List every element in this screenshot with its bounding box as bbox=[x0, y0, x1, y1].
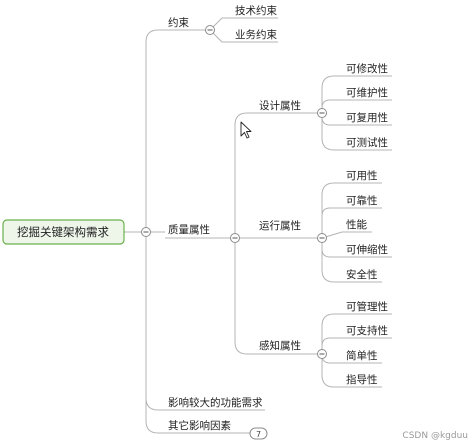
constraints-label[interactable]: 约束 bbox=[168, 16, 189, 29]
quality-collapse-toggle[interactable] bbox=[230, 233, 240, 243]
root-label: 挖掘关键架构需求 bbox=[17, 225, 109, 239]
simplicity-label[interactable]: 简单性 bbox=[346, 349, 378, 362]
design-collapse-toggle[interactable] bbox=[317, 108, 327, 118]
reliability-label[interactable]: 可靠性 bbox=[346, 194, 378, 207]
maintainability-label[interactable]: 可维护性 bbox=[346, 86, 388, 99]
design-attributes-label[interactable]: 设计属性 bbox=[259, 99, 301, 112]
functional-label[interactable]: 影响较大的功能需求 bbox=[168, 396, 263, 409]
testability-label[interactable]: 可测试性 bbox=[346, 136, 388, 149]
perception-attributes-label[interactable]: 感知属性 bbox=[259, 339, 301, 352]
manageability-label[interactable]: 可管理性 bbox=[346, 300, 388, 313]
other-collapsed-badge[interactable]: 7 bbox=[249, 427, 268, 440]
mouse-pointer-icon bbox=[240, 121, 252, 139]
security-label[interactable]: 安全性 bbox=[346, 268, 378, 281]
supportability-label[interactable]: 可支持性 bbox=[346, 324, 388, 337]
other-collapsed-count: 7 bbox=[256, 430, 261, 439]
constraints-collapse-toggle[interactable] bbox=[205, 25, 215, 35]
modifiability-label[interactable]: 可修改性 bbox=[346, 62, 388, 75]
watermark: CSDN @kgduu bbox=[402, 431, 468, 441]
tech-constraint-label[interactable]: 技术约束 bbox=[235, 4, 277, 17]
connectors bbox=[124, 17, 392, 434]
runtime-collapse-toggle[interactable] bbox=[317, 233, 327, 243]
other-factors-label[interactable]: 其它影响因素 bbox=[168, 419, 231, 432]
guidance-label[interactable]: 指导性 bbox=[346, 373, 378, 386]
quality-label[interactable]: 质量属性 bbox=[168, 223, 210, 236]
perception-collapse-toggle[interactable] bbox=[317, 349, 327, 359]
scalability-label[interactable]: 可伸缩性 bbox=[346, 243, 388, 256]
business-constraint-label[interactable]: 业务约束 bbox=[235, 28, 277, 41]
reusability-label[interactable]: 可复用性 bbox=[346, 111, 388, 124]
availability-label[interactable]: 可用性 bbox=[346, 169, 378, 182]
root-collapse-toggle[interactable] bbox=[141, 227, 151, 237]
root-node[interactable]: 挖掘关键架构需求 bbox=[2, 219, 125, 245]
performance-label[interactable]: 性能 bbox=[346, 218, 367, 231]
runtime-attributes-label[interactable]: 运行属性 bbox=[259, 219, 301, 232]
